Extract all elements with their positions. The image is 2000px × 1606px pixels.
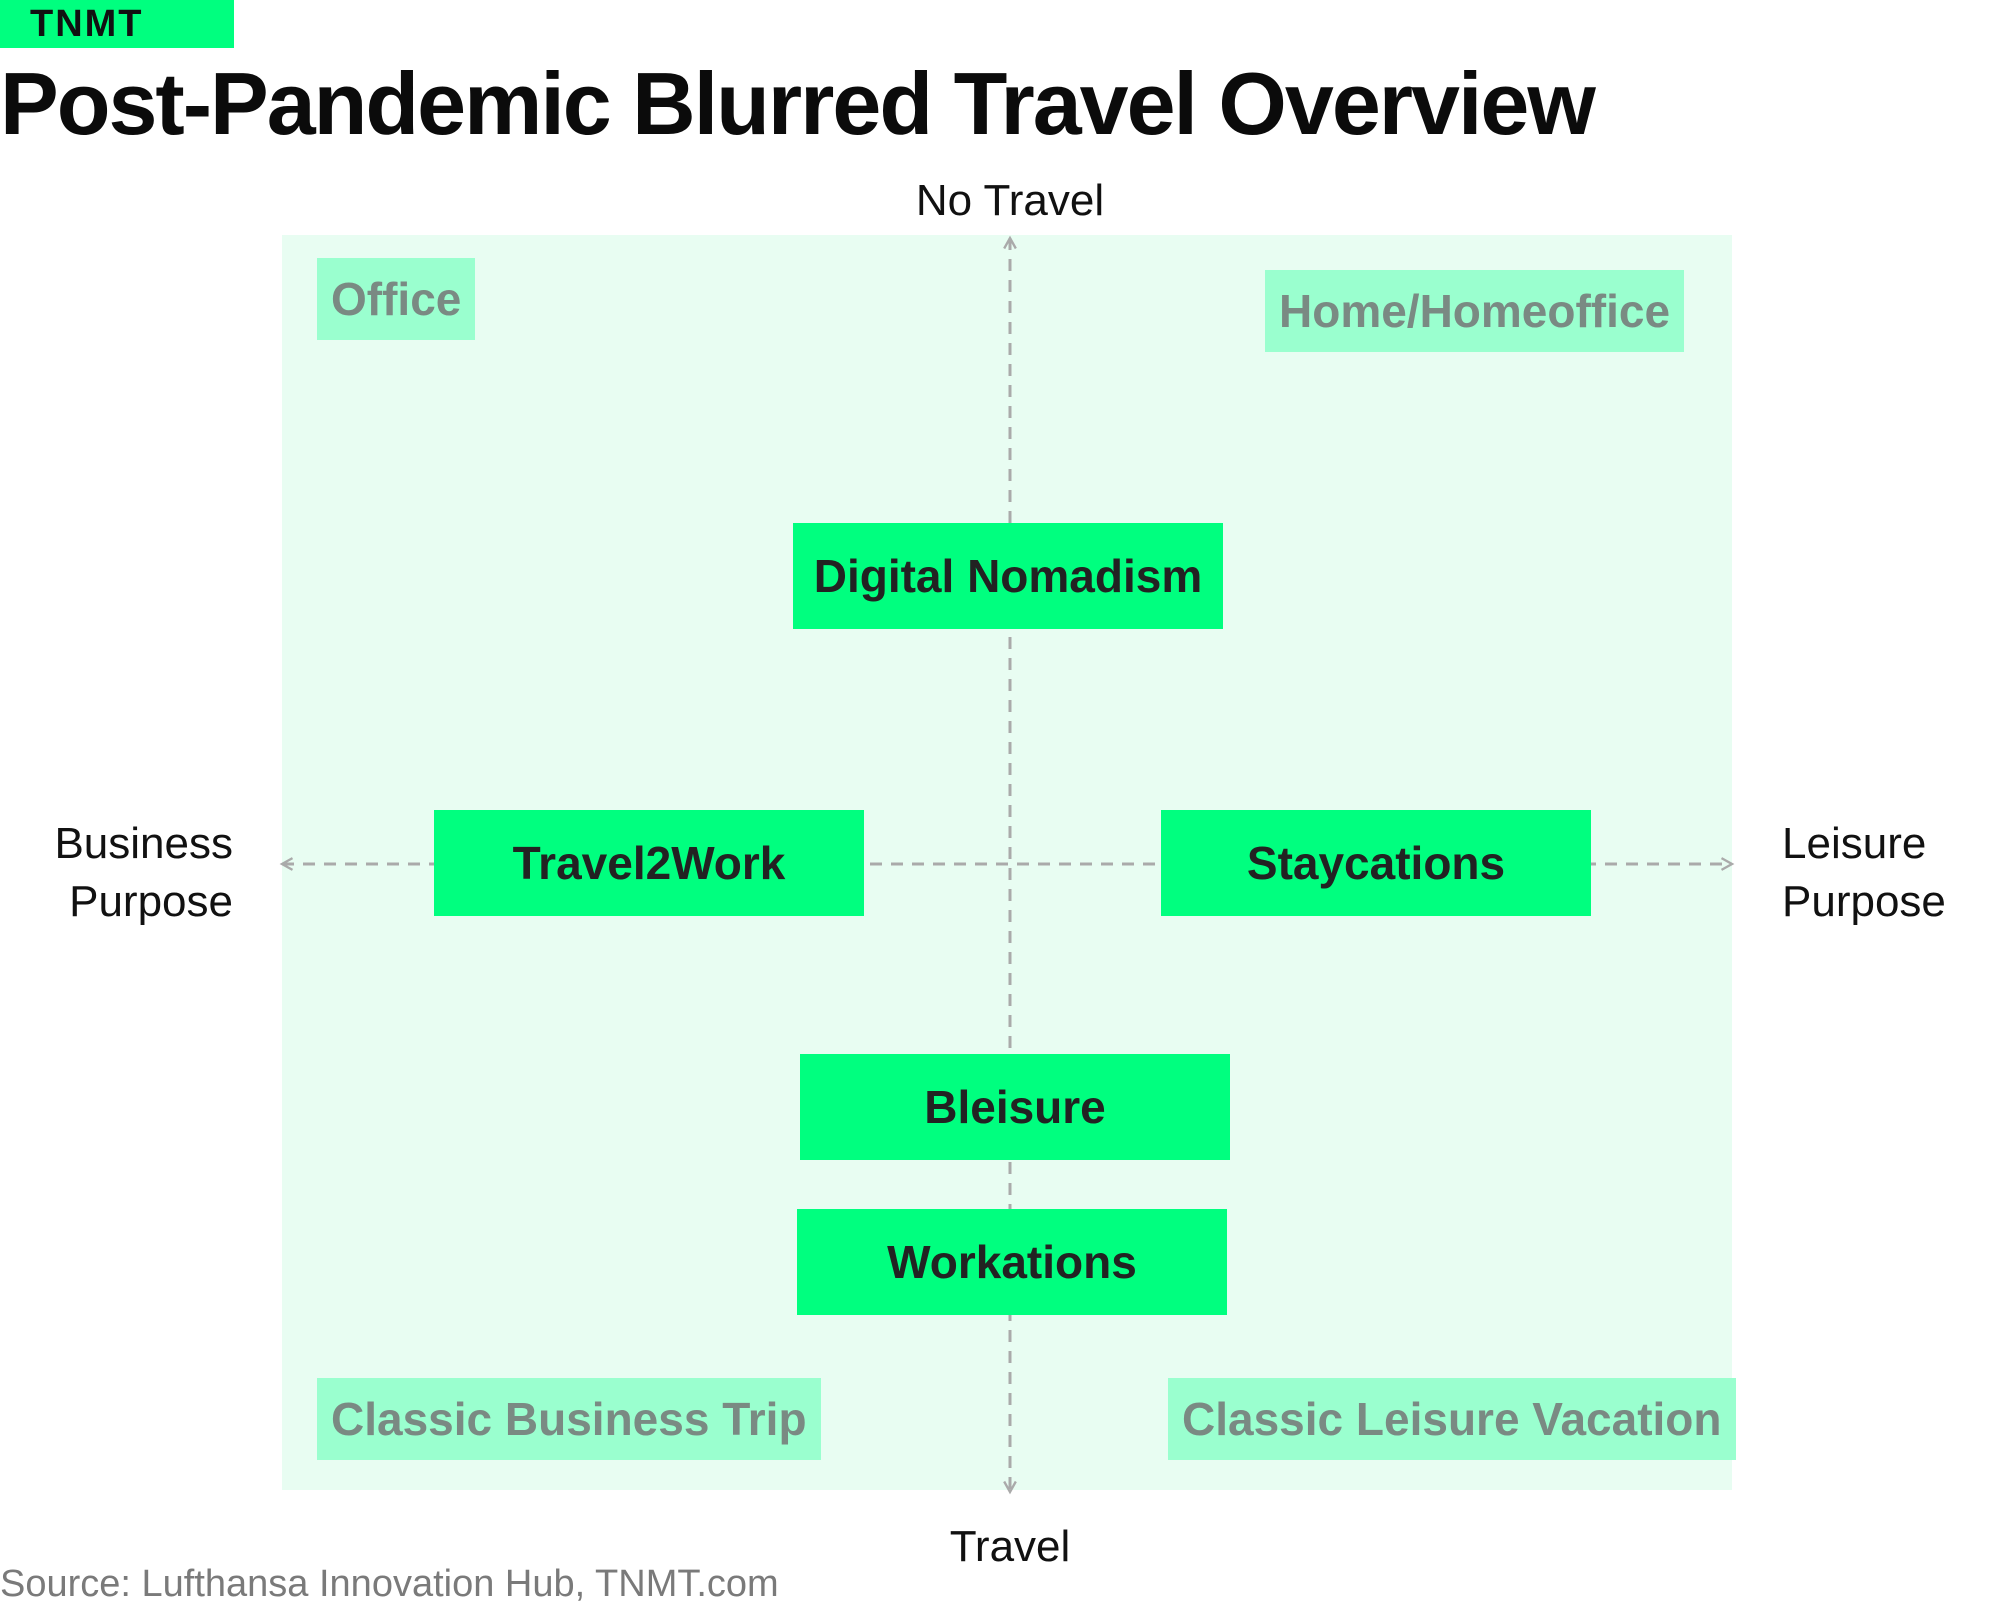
corner-home-homeoffice: Home/Homeoffice — [1265, 270, 1685, 352]
concept-digital-nomadism: Digital Nomadism — [793, 523, 1223, 629]
source-note: Source: Lufthansa Innovation Hub, TNMT.c… — [0, 1563, 779, 1605]
axis-label-travel: Travel — [949, 1522, 1071, 1571]
page-title: Post-Pandemic Blurred Travel Overview — [0, 54, 1596, 153]
concept-staycations: Staycations — [1161, 810, 1591, 916]
concept-workations: Workations — [797, 1209, 1227, 1315]
axis-label-leisure-line1: Leisure — [1782, 819, 1927, 868]
axis-label-no-travel: No Travel — [915, 176, 1105, 225]
axis-label-leisure-line2: Purpose — [1782, 877, 1946, 926]
concept-bleisure: Bleisure — [800, 1054, 1230, 1160]
axis-label-leisure-purpose: Leisure Purpose — [1782, 815, 1946, 931]
corner-office: Office — [317, 258, 476, 340]
corner-classic-business-trip: Classic Business Trip — [317, 1378, 821, 1460]
axis-label-business-purpose: Business Purpose — [54, 815, 233, 931]
corner-classic-leisure-vacation: Classic Leisure Vacation — [1168, 1378, 1736, 1460]
concept-travel2work: Travel2Work — [434, 810, 864, 916]
axis-label-business-line2: Purpose — [69, 877, 233, 926]
brand-logo: TNMT — [0, 0, 234, 48]
axis-label-business-line1: Business — [54, 819, 233, 868]
